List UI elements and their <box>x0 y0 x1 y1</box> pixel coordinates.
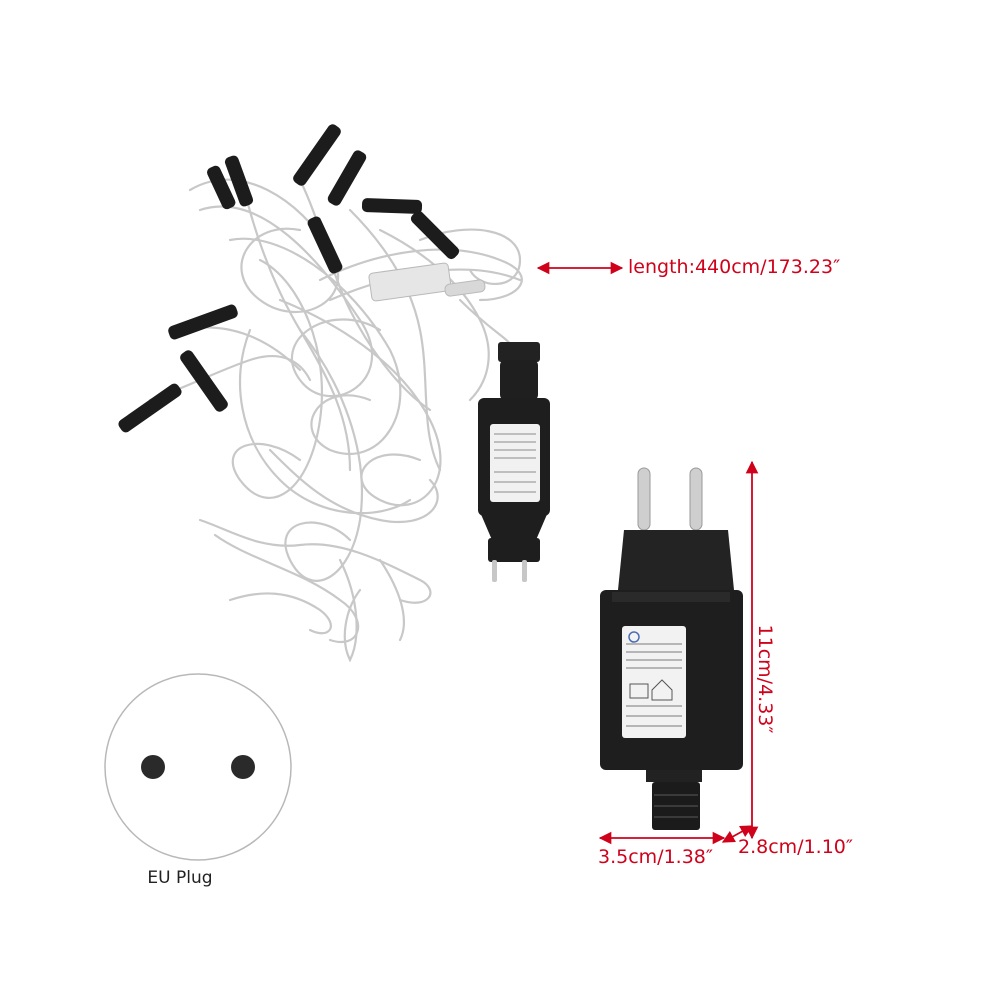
cable-tangle <box>148 168 523 663</box>
length-label: length:440cm/173.23″ <box>628 256 841 278</box>
depth-label: 2.8cm/1.10″ <box>738 836 853 858</box>
height-label: 11cm/4.33″ <box>754 624 776 734</box>
adapter-small <box>478 342 550 582</box>
led-end-caps <box>118 124 460 433</box>
width-label: 3.5cm/1.38″ <box>598 846 713 868</box>
plug-caption: EU Plug <box>147 868 213 888</box>
eu-plug-diagram <box>104 673 292 861</box>
depth-arrow <box>721 825 754 843</box>
dimension-arrows <box>536 261 759 845</box>
adapter-large <box>600 467 743 830</box>
controller-box <box>368 262 486 302</box>
